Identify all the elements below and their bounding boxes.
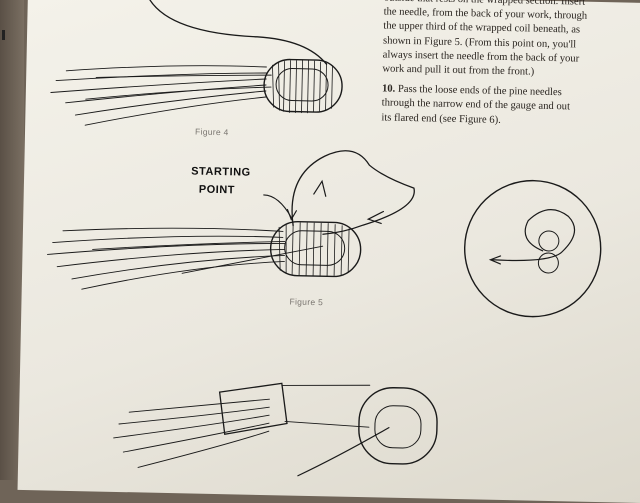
figure-4-drawing	[50, 0, 343, 126]
edge-mark	[2, 30, 5, 40]
figure-5-drawing	[47, 150, 415, 290]
detail-circle-drawing	[463, 179, 602, 318]
illustrations	[47, 0, 602, 477]
figure-6-drawing	[113, 382, 438, 477]
